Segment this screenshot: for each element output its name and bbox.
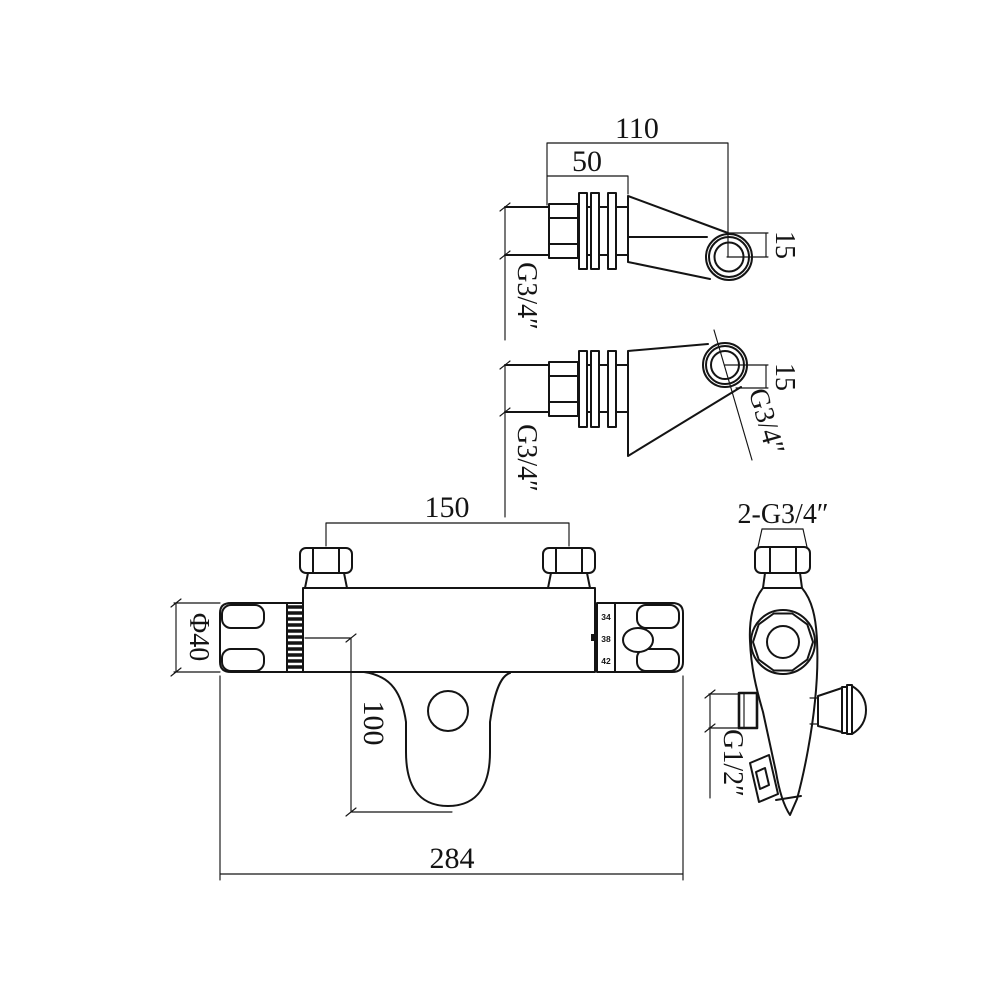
flange-plate [607,350,617,428]
hose-outlet-cap [851,685,867,735]
dim-line-g12 [704,689,740,799]
dim-label-150: 150 [425,491,470,524]
flange-plate [578,350,588,428]
dim-label-284: 284 [430,842,475,875]
side-knob-outer [750,609,816,675]
dim-line-15 [724,364,769,389]
thread-ref-bracket [757,528,808,548]
side-outlet-stub [737,691,759,730]
thread-label-g12: G1/2″ [717,729,748,797]
pipe-outline [504,206,550,256]
mixer-side-view: 2-G3/4″ G1/2″ [704,499,867,816]
diverter-circle [427,690,469,732]
spout-outline [363,671,511,807]
side-knob-inner [766,625,800,659]
dim-line-110 [546,142,729,258]
elbow-cone [627,195,729,280]
right-inlet-neck [547,572,591,589]
wall-union-tilted-view: G3/4″ 15 G3/4″ [499,329,800,518]
dim-label-100: 100 [357,701,390,746]
dim-line-50 [546,175,629,195]
safety-button [622,627,654,653]
right-knob-grip [636,648,680,672]
flange-plate [578,192,588,270]
left-inlet-nut [299,547,353,574]
right-inlet-nut-flats [555,547,583,574]
union-nut-flats [548,375,579,403]
mixer-body-bar [302,587,596,673]
side-inlet-nut-flats [769,546,797,574]
body-tip-edge [775,795,802,801]
thread-label-g34: G3/4″ [511,262,542,330]
knurl-hatching [286,605,302,669]
left-knob-grip [221,604,265,629]
inlet-thread-label-g34: G3/4″ [511,424,542,492]
outlet-stub-lines [809,697,819,725]
temp-mark-34: 34 [601,612,611,622]
thread-ref-line [499,202,511,341]
thread-ref-line [499,360,511,518]
outlet-thread-label-g34: G3/4″ [742,385,790,459]
dim-label-110: 110 [615,112,659,145]
elbow-funnel [627,343,742,457]
right-knob-grip [636,604,680,629]
dim-label-15: 15 [769,231,800,259]
side-inlet-neck [762,572,803,589]
wall-union-straight-view: 110 50 15 G3/4″ [499,112,800,341]
left-knob-grip [221,648,265,672]
dim-line-150 [325,522,570,547]
flange-plate [590,192,600,270]
side-inlet-nut [754,546,811,574]
dim-line-15 [726,232,769,258]
left-inlet-nut-flats [312,547,340,574]
right-inlet-nut [542,547,596,574]
side-knob-facets [752,612,814,672]
dim-label-dia40: Φ40 [183,613,214,661]
temp-index-marker [591,634,598,641]
temp-mark-38: 38 [601,634,611,644]
outlet-leader-line [713,329,753,461]
dim-line-dia40 [170,598,221,677]
dim-line-284 [219,675,684,881]
dim-label-50: 50 [572,145,602,178]
left-inlet-neck [304,572,348,589]
side-lever-inset [755,767,770,790]
flange-plate [607,192,617,270]
mixer-front-view: 34 38 42 150 Φ40 100 284 [170,491,684,881]
flange-plate [590,350,600,428]
thread-label-2-g34: 2-G3/4″ [738,499,829,530]
side-lever [749,754,779,803]
pipe-outline [504,364,550,413]
dim-label-15: 15 [769,363,800,391]
temp-mark-42: 42 [601,656,611,666]
hose-outlet-cone [817,687,843,733]
union-nut [548,361,579,417]
union-nut [548,203,579,259]
dim-line-100 [304,633,453,817]
union-nut-flats [548,217,579,245]
